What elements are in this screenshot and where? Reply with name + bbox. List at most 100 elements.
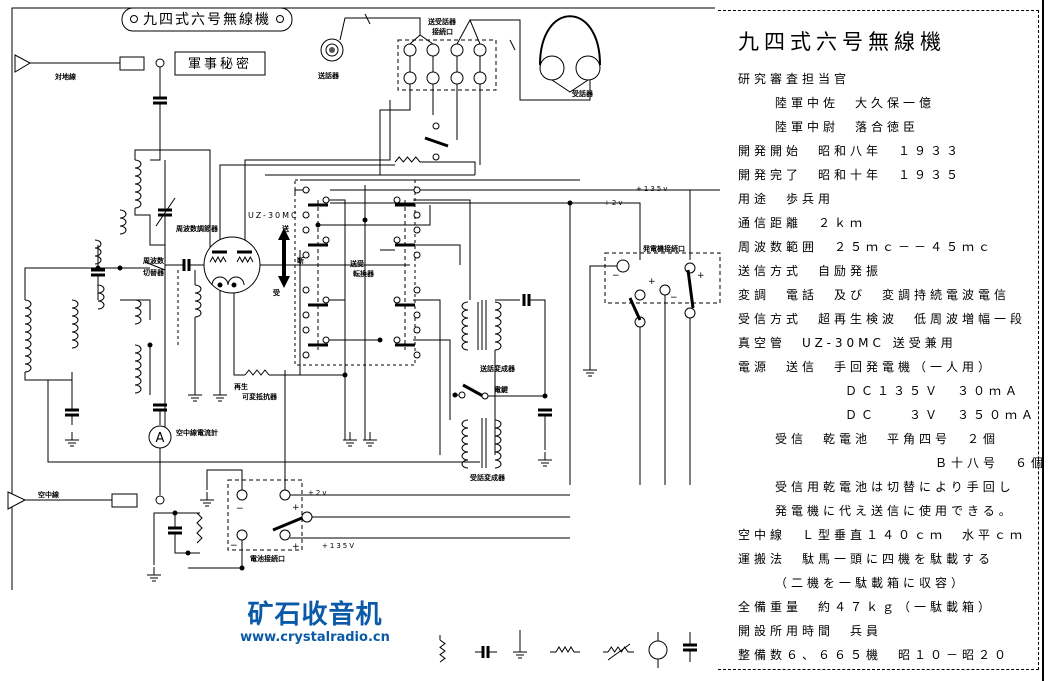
oval-dot-icon — [276, 15, 284, 23]
coil-icon — [494, 301, 502, 351]
terminal — [450, 43, 464, 57]
label-tr-switch: 転換器 — [353, 269, 375, 278]
terminal — [413, 311, 421, 319]
spec-row: ＤＣ ３Ｖ ３５０ｍＡ — [845, 408, 1038, 422]
resistor-icon — [209, 255, 227, 264]
spec-row: 真空管 UZ-30MC 送受兼用 — [738, 336, 957, 350]
label-counterpoise: 対地線 — [54, 72, 76, 81]
terminal — [426, 71, 440, 85]
spec-row: 周波数範囲 ２５ｍｃ－－４５ｍｃ — [738, 240, 995, 254]
label-tr-switch: 送受 — [349, 259, 364, 268]
label-plus: + — [292, 503, 300, 513]
wire — [24, 372, 73, 381]
wire — [318, 205, 431, 226]
junction-dot — [239, 565, 245, 571]
label-headset-connector: 送受話器 — [427, 17, 457, 26]
spec-row: 整備数６、６６５機 昭１０－昭２０ — [738, 648, 1011, 662]
terminal — [393, 336, 401, 344]
spec-row: 送信方式 自励発振 — [738, 264, 883, 278]
spec-row: （二機を一駄載箱に収容） — [775, 576, 968, 590]
plug-icon — [111, 493, 138, 508]
terminal — [403, 43, 417, 57]
terminal — [302, 326, 310, 334]
ground-icon — [513, 644, 527, 659]
label-generator-connector: 発電機接続口 — [642, 244, 685, 253]
terminal — [684, 262, 696, 274]
wire — [470, 19, 591, 101]
resistor-icon — [439, 639, 446, 663]
wire — [339, 17, 421, 41]
terminal — [473, 43, 487, 57]
antenna-icon — [7, 491, 27, 510]
terminal — [450, 71, 464, 85]
terminal — [413, 326, 421, 334]
label-plus: + — [292, 542, 300, 552]
label-send: 送 — [281, 224, 290, 233]
ground-icon — [65, 432, 79, 447]
microphone-icon — [325, 43, 339, 57]
label-plus: + — [697, 271, 705, 281]
label-headset-connector: 接続口 — [432, 27, 453, 36]
junction-dot — [342, 372, 348, 378]
variable-arrow-icon — [155, 197, 176, 227]
label-antenna-ammeter: 空中線電流計 — [176, 428, 218, 437]
spec-row: 運搬法 駄馬一頭に四機を駄載する — [738, 552, 995, 566]
junction-dot — [377, 337, 383, 343]
terminal — [322, 196, 330, 204]
wire — [530, 299, 546, 395]
wire — [134, 149, 211, 255]
wire — [233, 285, 245, 376]
label-regen-resistor: 再生 — [234, 382, 248, 391]
headphone-earpiece-icon — [539, 55, 565, 81]
label-off: 断 — [297, 256, 304, 265]
junction-dot — [95, 265, 101, 271]
terminal — [302, 286, 310, 294]
spec-row: 通信距離 ２ｋｍ — [738, 216, 867, 230]
ground-icon — [213, 387, 227, 402]
oval-dot-icon — [130, 15, 138, 23]
junction-dot — [117, 265, 123, 271]
spec-row: 受信 乾電池 平角四号 ２個 — [775, 432, 1000, 446]
junction-dot — [185, 550, 191, 556]
spec-row: 開発開始 昭和八年 １９３３ — [738, 144, 963, 158]
junction-dot — [542, 393, 548, 399]
terminal — [413, 186, 421, 194]
terminal — [393, 196, 401, 204]
junction-dot — [231, 282, 237, 288]
terminal — [155, 495, 165, 505]
ammeter-letter-icon: A — [156, 431, 165, 446]
wire — [47, 380, 480, 463]
frame-border — [1042, 0, 1044, 681]
switch-arm — [144, 261, 166, 271]
coil-icon — [24, 299, 32, 373]
terminal — [432, 153, 440, 161]
coil-icon — [134, 299, 142, 325]
terminal — [322, 336, 330, 344]
switch-blade — [272, 516, 303, 532]
label-minus: − — [612, 271, 620, 281]
label-plus: + — [648, 277, 656, 287]
wire — [413, 244, 461, 265]
wire — [244, 100, 391, 252]
watermark-name: 矿石收音机 — [247, 600, 383, 630]
label-2v: +2v — [308, 489, 328, 497]
generator-connector-box — [604, 252, 721, 304]
switch-blade — [462, 383, 484, 398]
coil-icon — [97, 284, 105, 310]
wire — [326, 199, 346, 440]
coil-icon — [194, 284, 202, 318]
terminal — [403, 71, 417, 85]
terminal — [393, 236, 401, 244]
wire — [11, 7, 715, 590]
ground-icon — [363, 432, 377, 447]
terminal — [302, 251, 310, 259]
junction-dot — [217, 282, 223, 288]
label-antenna: 空中線 — [38, 490, 59, 499]
wire — [219, 164, 395, 252]
wire — [330, 202, 641, 260]
label-135v: +135v — [636, 185, 669, 193]
terminal — [302, 186, 310, 194]
spec-row: 陸軍中佐 大久保一億 — [775, 96, 936, 110]
label-receive: 受 — [273, 288, 280, 297]
switch-blade — [686, 269, 695, 309]
